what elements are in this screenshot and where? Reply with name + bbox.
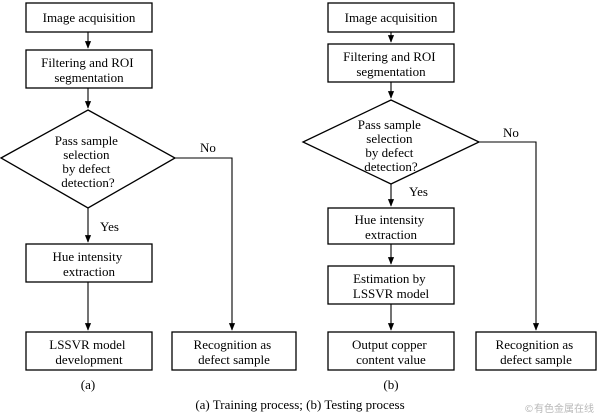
a-edge-label-yes: Yes <box>100 219 119 234</box>
b-node-recognition-defect: Recognition as defect sample <box>475 331 597 371</box>
b-edge-label-yes: Yes <box>409 184 428 199</box>
a-node-lssvr-model-development-label: LSSVR model development <box>49 337 128 367</box>
a-node-hue-intensity-extraction: Hue intensity extraction <box>25 243 153 283</box>
b-node-filtering-roi-label: Filtering and ROI segmentation <box>343 49 439 79</box>
b-node-output-copper-content-label: Output copper content value <box>352 337 430 367</box>
b-node-output-copper-content: Output copper content value <box>327 331 455 371</box>
figure-caption: (a) Training process; (b) Testing proces… <box>195 397 404 412</box>
a-node-recognition-defect-label: Recognition as defect sample <box>194 337 275 367</box>
a-node-filtering-roi: Filtering and ROI segmentation <box>25 49 153 89</box>
b-node-image-acquisition-label: Image acquisition <box>345 10 438 25</box>
edge-b-decision-no <box>479 141 540 331</box>
b-node-image-acquisition: Image acquisition <box>327 2 455 33</box>
b-node-filtering-roi: Filtering and ROI segmentation <box>327 43 455 83</box>
edge-a-decision-no <box>175 157 236 331</box>
b-node-hue-intensity-extraction-label: Hue intensity extraction <box>355 212 428 242</box>
b-node-pass-sample-decision: Pass sample selection by defect detectio… <box>301 99 481 185</box>
b-node-estimation-lssvr-label: Estimation by LSSVR model <box>353 271 430 301</box>
a-node-lssvr-model-development: LSSVR model development <box>25 331 153 371</box>
panel-label-b: (b) <box>383 377 398 392</box>
a-node-filtering-roi-label: Filtering and ROI segmentation <box>41 55 137 85</box>
panel-label-a: (a) <box>81 377 95 392</box>
b-node-estimation-lssvr: Estimation by LSSVR model <box>327 265 455 305</box>
b-node-recognition-defect-label: Recognition as defect sample <box>496 337 577 367</box>
a-node-image-acquisition: Image acquisition <box>25 2 153 33</box>
a-node-hue-intensity-extraction-label: Hue intensity extraction <box>53 249 126 279</box>
panel-a: Image acquisition Filtering and ROI segm… <box>0 2 297 392</box>
b-edge-label-no: No <box>503 125 519 140</box>
b-node-pass-sample-decision-label: Pass sample selection by defect detectio… <box>358 117 424 174</box>
a-node-recognition-defect: Recognition as defect sample <box>171 331 297 371</box>
watermark: ©有色金属在线 <box>524 404 594 415</box>
b-node-hue-intensity-extraction: Hue intensity extraction <box>327 207 455 245</box>
a-node-pass-sample-decision: Pass sample selection by defect detectio… <box>0 109 177 209</box>
a-node-pass-sample-decision-label: Pass sample selection by defect detectio… <box>55 133 121 190</box>
a-edge-label-no: No <box>200 140 216 155</box>
a-node-image-acquisition-label: Image acquisition <box>43 10 136 25</box>
panel-b: Image acquisition Filtering and ROI segm… <box>301 2 597 392</box>
